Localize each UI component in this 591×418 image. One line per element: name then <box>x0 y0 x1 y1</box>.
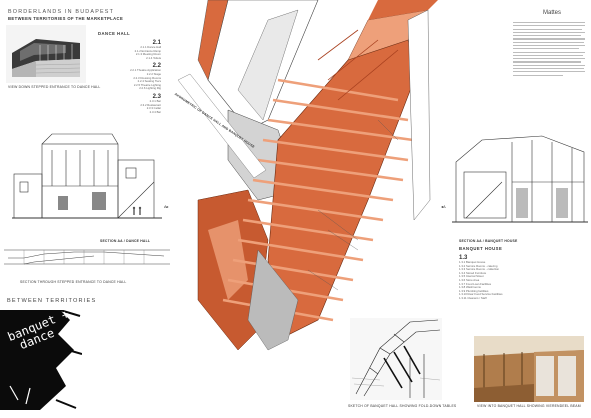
paragraph-line <box>513 71 585 73</box>
toc-item: 2.1.2 Entrance Ramp <box>134 48 161 53</box>
toc-item: 2.2.6 Lighting Rig <box>139 86 161 91</box>
toc-item: 2.2.1 Theatre Application <box>130 68 161 73</box>
toc-item: 1.3.9 Plumbing facilities <box>459 288 489 293</box>
interior-photo-drawing <box>474 336 584 402</box>
paragraph-line <box>513 64 585 66</box>
toc-item: 2.1.4 Toilets <box>146 55 161 60</box>
toc-item: 2.3.1 Bar <box>149 98 161 103</box>
axonometric-svg <box>177 0 438 351</box>
paragraph-line <box>513 44 585 47</box>
paragraph-line <box>513 25 585 27</box>
paragraph-line <box>513 51 585 53</box>
section-marker-right: ◂A <box>441 204 446 209</box>
toc-item: 1.3.6 Store Area <box>459 277 480 282</box>
section-aa-dance-hall-drawing <box>12 130 164 228</box>
section-aa-banquet-caption: SECTION AA / BANQUET HOUSE <box>459 239 518 243</box>
toc-item: 2.3.2 Restaurant <box>140 102 161 107</box>
title-text: BORDERLANDS IN BUDAPEST <box>8 9 115 15</box>
toc-section: 2.2 2.2.1 Theatre Application 2.2.2 Stag… <box>103 63 161 91</box>
banquet-house-toc: 1.3 1.3.1 Banquet House 1.3.2 Service Ro… <box>459 255 503 301</box>
toc-item: 2.3.4 Bar <box>149 109 161 114</box>
paragraph-line <box>513 41 584 43</box>
toc-number: 2.2 <box>152 63 161 70</box>
stepped-section-caption: SECTION THROUGH STEPPED ENTRANCE TO DANC… <box>20 280 127 284</box>
toc-item: 1.3.1 Banquet House <box>459 260 486 264</box>
toc-item: 1.3.8 Washrooms <box>459 285 481 290</box>
interior-photo-caption: VIEW INTO BANQUET HALL SHOWING VIERENDEE… <box>477 404 581 408</box>
toc-section: 2.1 2.1.1 Dance Hall 2.1.2 Entrance Ramp… <box>103 40 161 60</box>
banquet-house-heading: BANQUET HOUSE <box>459 246 503 251</box>
interior-photo <box>474 336 584 402</box>
axonometric-drawing <box>168 0 450 380</box>
paragraph-line <box>513 61 582 63</box>
entrance-photo-caption: VIEW DOWN STEPPED ENTRANCE TO DANCE HALL <box>8 85 101 89</box>
sketch-drawing <box>350 318 442 400</box>
toc-item: 2.2.3 Dressing Rooms <box>133 75 161 80</box>
paragraph-line <box>513 74 564 76</box>
mattes-heading: Mattes <box>543 10 562 16</box>
section-drawing <box>12 133 162 219</box>
banquet-sketch <box>350 318 442 400</box>
banquet-sketch-caption: SKETCH OF BANQUET HALL SHOWING FOLD-DOWN… <box>348 404 457 408</box>
paragraph-line <box>513 38 585 40</box>
toc-item: 2.2.2 Stage <box>146 71 161 76</box>
paragraph-line <box>513 28 583 30</box>
toc-item: 1.3.3 Service Rooms - collection <box>459 267 500 272</box>
toc-number: 2.1 <box>152 40 161 46</box>
entrance-photo <box>6 25 86 83</box>
toc-item: 2.2.5 Theatre Lighting <box>133 82 161 87</box>
section-marker-arrow-icon: ▸ <box>166 204 169 209</box>
toc-item: 1.3.4 Stored Furniture <box>459 270 487 275</box>
toc-number: 1.3 <box>459 255 468 261</box>
section-aa-banquet-drawing <box>452 132 588 228</box>
section-marker-label: A <box>443 204 446 209</box>
logo-shape <box>0 310 82 410</box>
paragraph-line <box>513 48 580 50</box>
paragraph-line <box>513 31 585 34</box>
toc-number: 2.3 <box>152 93 161 100</box>
toc-item: 1.3.10 Rear Food Service Facilities <box>459 292 503 297</box>
banquet-section <box>452 135 588 223</box>
section-marker-arrow-icon: ◂ <box>441 204 444 209</box>
toc-item: 1.3.7 Food Loan Facilities <box>459 281 492 286</box>
banquet-dance-logo: banquet + dance <box>0 310 82 410</box>
paragraph-line <box>513 54 583 56</box>
dance-hall-heading: DANCE HALL <box>98 31 131 36</box>
section-marker-left: A▸ <box>164 204 169 209</box>
between-territories-label: BETWEEN TERRITORIES <box>7 298 97 304</box>
paragraph-line <box>513 67 585 70</box>
toc-item: 1.3.11 Cleaners / Staff <box>459 295 487 300</box>
stepped-entrance-section-drawing <box>4 244 170 270</box>
paragraph-line <box>513 35 581 37</box>
toc-item: 2.2.4 Seating Tiers <box>137 79 161 84</box>
subtitle-text: BETWEEN TERRITORIES OF THE MARKETPLACE <box>8 16 124 21</box>
paragraph-line <box>513 58 585 60</box>
mattes-paragraph <box>513 22 585 78</box>
toc-item: 2.3.3 Cellar <box>146 106 161 111</box>
toc-item: 1.3.2 Service Rooms - catering <box>459 263 498 268</box>
toc-item: 2.1.1 Dance Hall <box>140 45 161 49</box>
entrance-photo-drawing <box>6 25 86 83</box>
stepped-section <box>4 249 170 265</box>
toc-section: 2.3 2.3.1 Bar 2.3.2 Restaurant 2.3.3 Cel… <box>103 94 161 114</box>
dance-hall-toc: 2.1 2.1.1 Dance Hall 2.1.2 Entrance Ramp… <box>103 40 161 114</box>
section-aa-dance-hall-caption: SECTION AA / DANCE HALL <box>100 239 151 243</box>
section-marker-label: A <box>164 204 167 209</box>
paragraph-line <box>513 22 585 24</box>
toc-item: 2.1.3 Meeting Room <box>135 52 161 57</box>
toc-item: 1.3.5 Internal Street <box>459 274 484 279</box>
page-title: BORDERLANDS IN BUDAPEST BETWEEN TERRITOR… <box>8 9 123 21</box>
